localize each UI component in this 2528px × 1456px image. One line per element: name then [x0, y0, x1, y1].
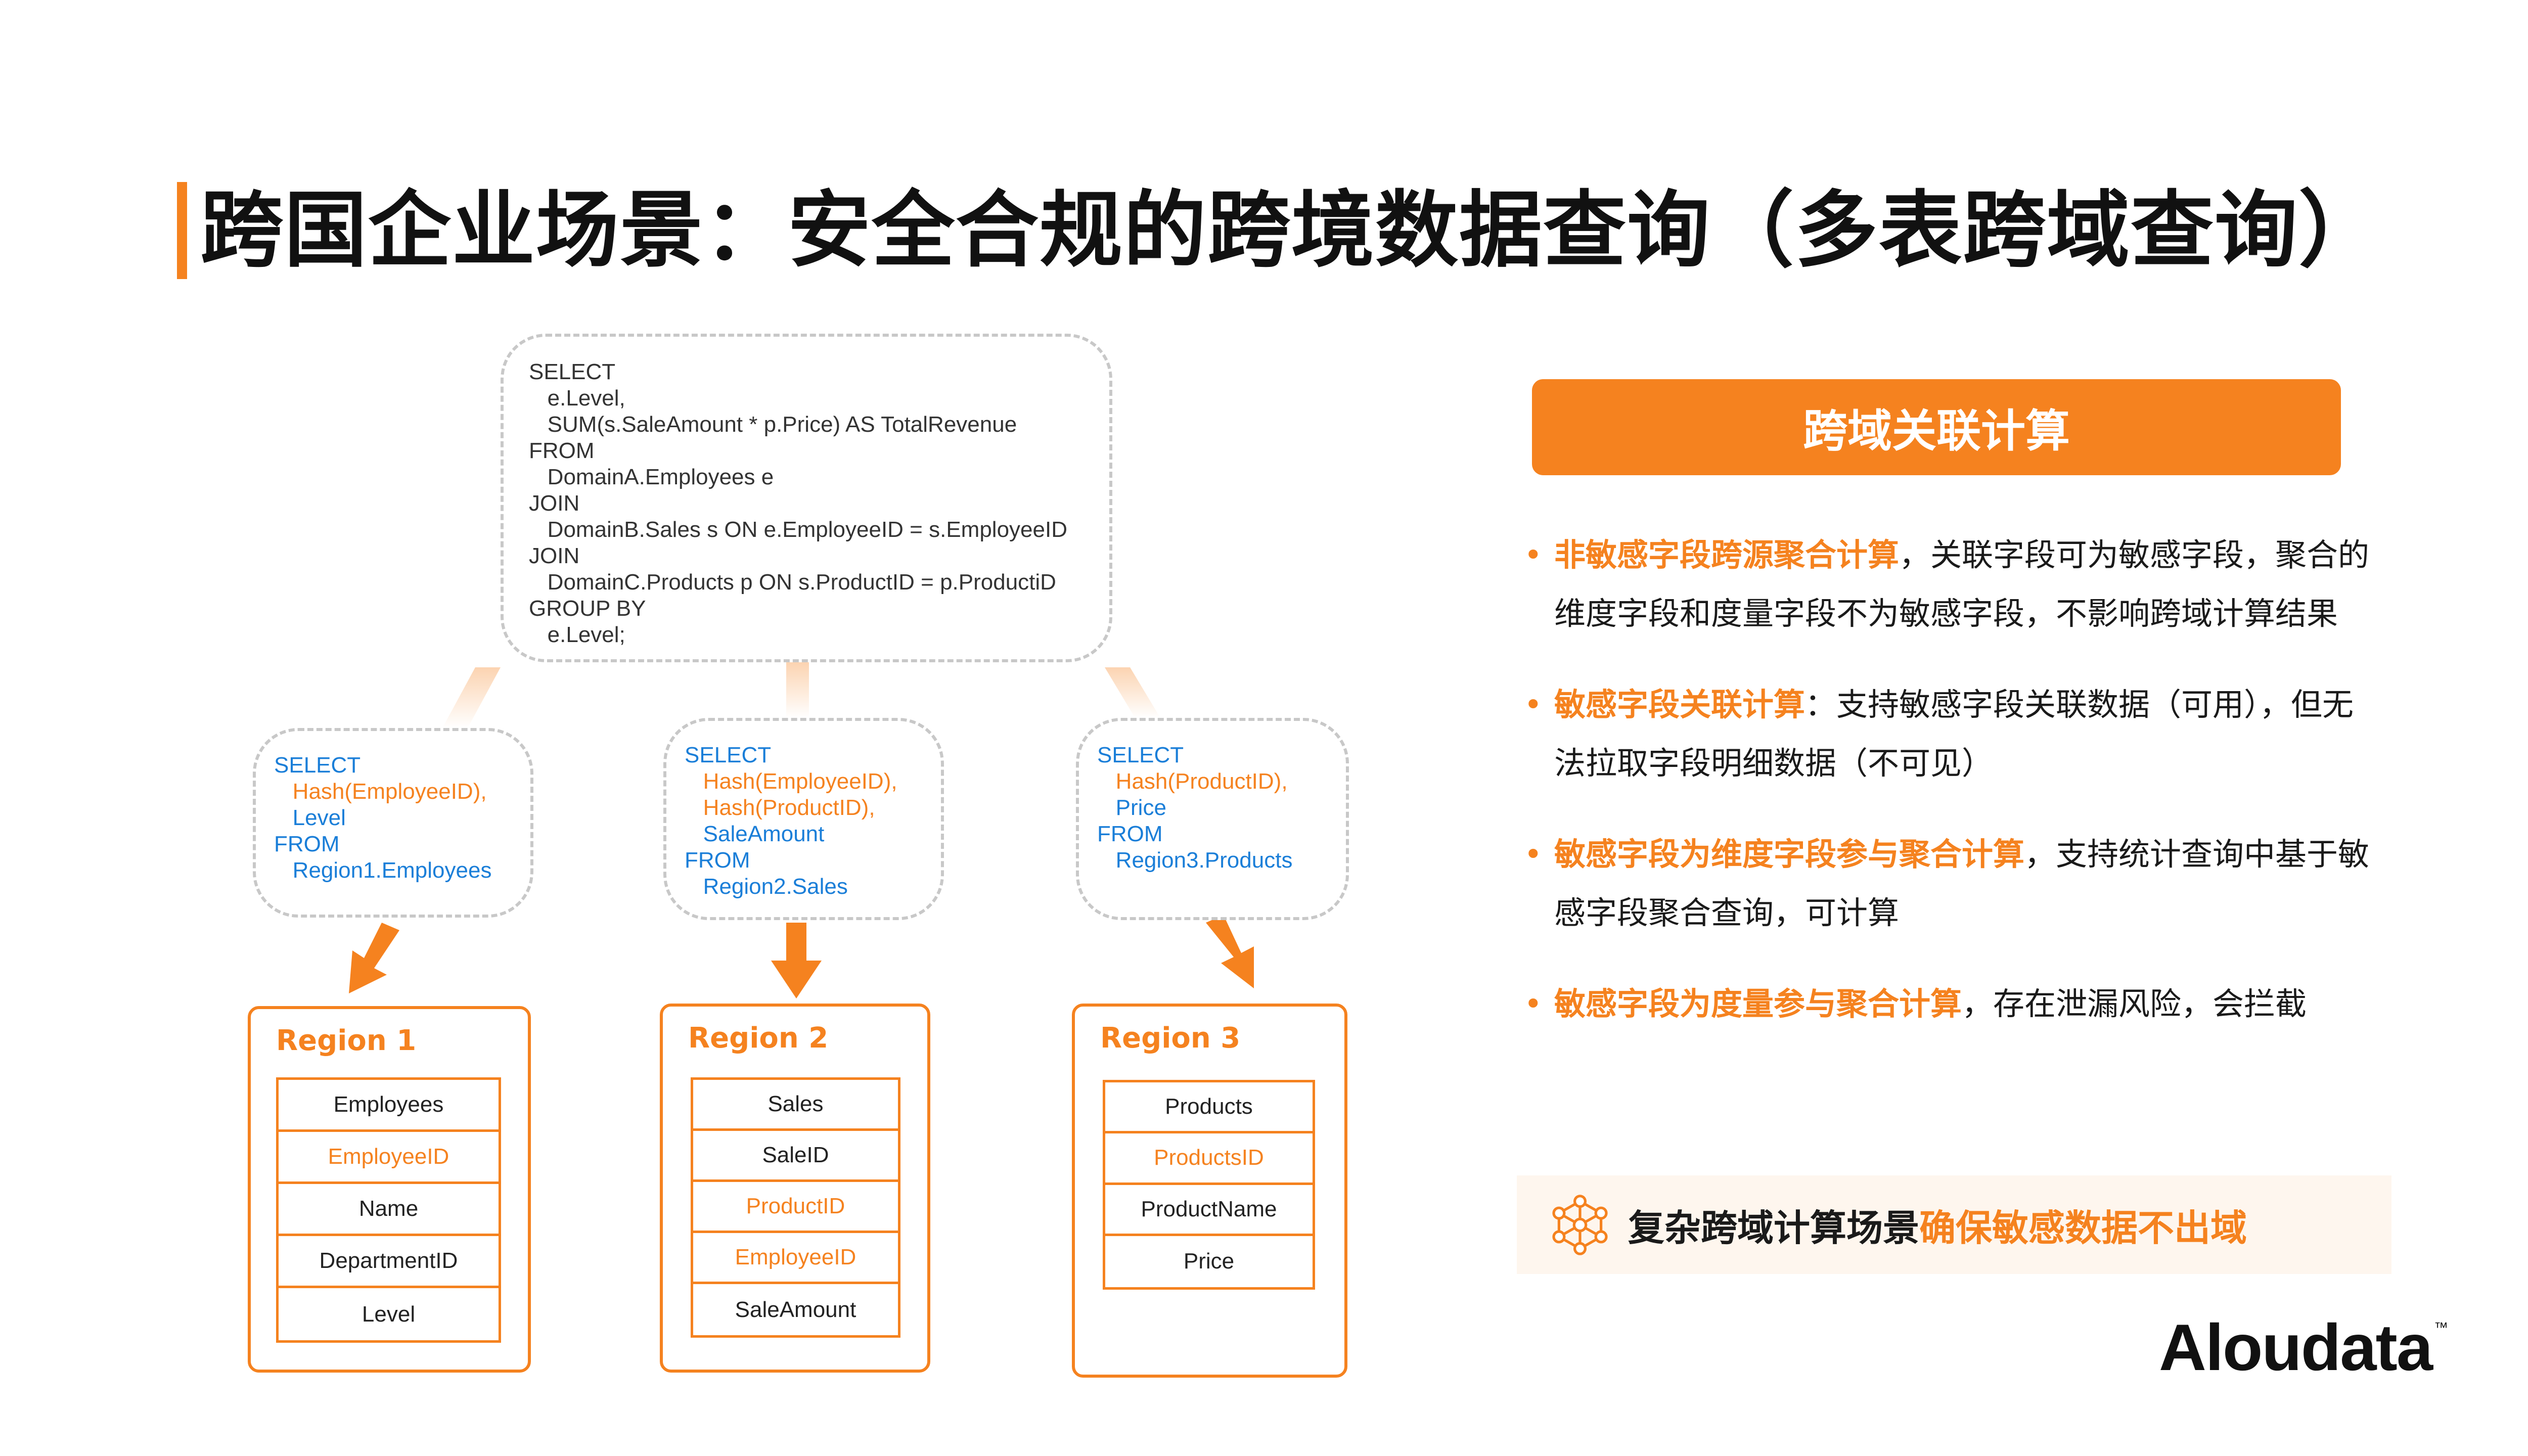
sql-line: SELECT: [1097, 743, 1184, 767]
sql-line: e.Level;: [529, 622, 625, 647]
region-title: Region 3: [1100, 1022, 1241, 1055]
table-field: Employees: [279, 1080, 499, 1132]
callout-text: 复杂跨域计算场景确保敏感数据不出域: [1628, 1198, 2247, 1251]
table-field: Price: [1183, 1249, 1235, 1274]
bullet-dot-icon: •: [1524, 686, 1543, 723]
callout-emphasis-text: 确保敏感数据不出域: [1919, 1207, 2247, 1249]
bullet-emphasis: 敏感字段为度量参与聚合计算: [1554, 985, 1962, 1022]
table-field: EmployeeID: [693, 1233, 898, 1284]
sql-line: Region3.Products: [1097, 848, 1293, 873]
bullet-text: ，存在泄漏风险，会拦截: [1962, 985, 2307, 1022]
callout-plain-text: 复杂跨域计算场景: [1628, 1207, 1920, 1249]
table-field: Level: [362, 1301, 416, 1327]
bullet-dot-icon: •: [1524, 536, 1543, 573]
table-field: ProductID: [693, 1182, 898, 1233]
bullet-emphasis: 敏感字段关联计算: [1554, 686, 1805, 723]
sql-line: FROM: [685, 848, 750, 873]
sql-line: Hash(EmployeeID),: [274, 779, 487, 804]
main-sql-query: SELECT e.Level, SUM(s.SaleAmount * p.Pri…: [501, 334, 1112, 662]
bullet-list: • 非敏感字段跨源聚合计算，关联字段可为敏感字段，聚合的维度字段和度量字段不为敏…: [1522, 526, 2381, 1066]
table-field: SaleAmount: [735, 1297, 856, 1322]
sql-line: Hash(ProductID),: [1097, 769, 1288, 794]
sql-line: Region1.Employees: [274, 858, 492, 883]
connector-stub-1: [442, 667, 501, 728]
sql-line: DomainB.Sales s ON e.EmployeeID = s.Empl…: [529, 517, 1067, 542]
arrow-2: [771, 923, 822, 998]
bullet-item: • 敏感字段为维度字段参与聚合计算，支持统计查询中基于敏感字段聚合查询，可计算: [1522, 825, 2381, 942]
table-field: SaleID: [693, 1131, 898, 1182]
sql-line: SUM(s.SaleAmount * p.Price) AS TotalReve…: [529, 412, 1017, 437]
sql-line: Region2.Sales: [685, 874, 848, 899]
sql-line: FROM: [529, 438, 595, 463]
page-title: 跨国企业场景：安全合规的跨境数据查询（多表跨域查询）: [200, 182, 2383, 279]
bullet-text: ：支持敏感字段关联数据（可用），但无法拉取字段明细数据（不可见）: [1554, 686, 2354, 782]
table-field: EmployeeID: [279, 1132, 499, 1184]
bullet-emphasis: 敏感字段为维度字段参与聚合计算: [1554, 836, 2025, 873]
arrow-1: [349, 923, 399, 993]
logo-trademark: ™: [2434, 1320, 2448, 1335]
sql-line: Level: [274, 805, 346, 830]
bullet-text: ，支持统计查询中基于敏感字段聚合查询，可计算: [1554, 836, 2370, 931]
panel-header: 跨域关联计算: [1532, 379, 2341, 475]
arrow-3: [1206, 915, 1254, 988]
sql-line: SaleAmount: [685, 822, 825, 846]
sql-line: JOIN: [529, 491, 580, 516]
table-field: Products: [1105, 1082, 1313, 1134]
table-field: ProductName: [1105, 1185, 1313, 1236]
table-field: Name: [279, 1184, 499, 1236]
sql-line: DomainC.Products p ON s.ProductID = p.Pr…: [529, 570, 1056, 595]
bullet-dot-icon: •: [1524, 836, 1543, 873]
sub-query-2: SELECT Hash(EmployeeID), Hash(ProductID)…: [663, 718, 944, 920]
sql-line: Hash(EmployeeID),: [685, 769, 897, 794]
sql-line: JOIN: [529, 543, 580, 568]
sql-line: SELECT: [685, 743, 772, 767]
sql-line: FROM: [274, 832, 340, 856]
sql-line: FROM: [1097, 822, 1163, 846]
bullet-text: ，关联字段可为敏感字段，聚合的维度字段和度量字段不为敏感字段，不影响跨域计算结果: [1554, 536, 2370, 632]
table-field: Sales: [693, 1080, 898, 1131]
table-field: ProductsID: [1105, 1133, 1313, 1185]
bullet-dot-icon: •: [1524, 985, 1543, 1022]
region-title: Region 1: [276, 1024, 417, 1057]
sql-line: Price: [1097, 795, 1166, 820]
title-accent-bar: [177, 182, 187, 279]
sql-line: GROUP BY: [529, 596, 646, 621]
sql-line: Hash(ProductID),: [685, 795, 875, 820]
bullet-item: • 敏感字段为度量参与聚合计算，存在泄漏风险，会拦截: [1522, 975, 2381, 1033]
bullet-item: • 非敏感字段跨源聚合计算，关联字段可为敏感字段，聚合的维度字段和度量字段不为敏…: [1522, 526, 2381, 643]
table-field: DepartmentID: [279, 1236, 499, 1288]
bullet-item: • 敏感字段关联计算：支持敏感字段关联数据（可用），但无法拉取字段明细数据（不可…: [1522, 675, 2381, 793]
connector-stub-2: [786, 662, 809, 718]
connector-stub-3: [1105, 667, 1160, 718]
sql-line: e.Level,: [529, 386, 625, 411]
callout-banner: 复杂跨域计算场景确保敏感数据不出域: [1517, 1175, 2391, 1274]
sql-line: SELECT: [529, 359, 616, 384]
sql-line: DomainA.Employees e: [529, 465, 774, 489]
sql-line: SELECT: [274, 753, 361, 778]
region-title: Region 2: [688, 1022, 829, 1055]
network-icon: [1552, 1194, 1608, 1255]
logo-text: Aloudata: [2159, 1310, 2433, 1384]
bullet-emphasis: 非敏感字段跨源聚合计算: [1554, 536, 1900, 573]
